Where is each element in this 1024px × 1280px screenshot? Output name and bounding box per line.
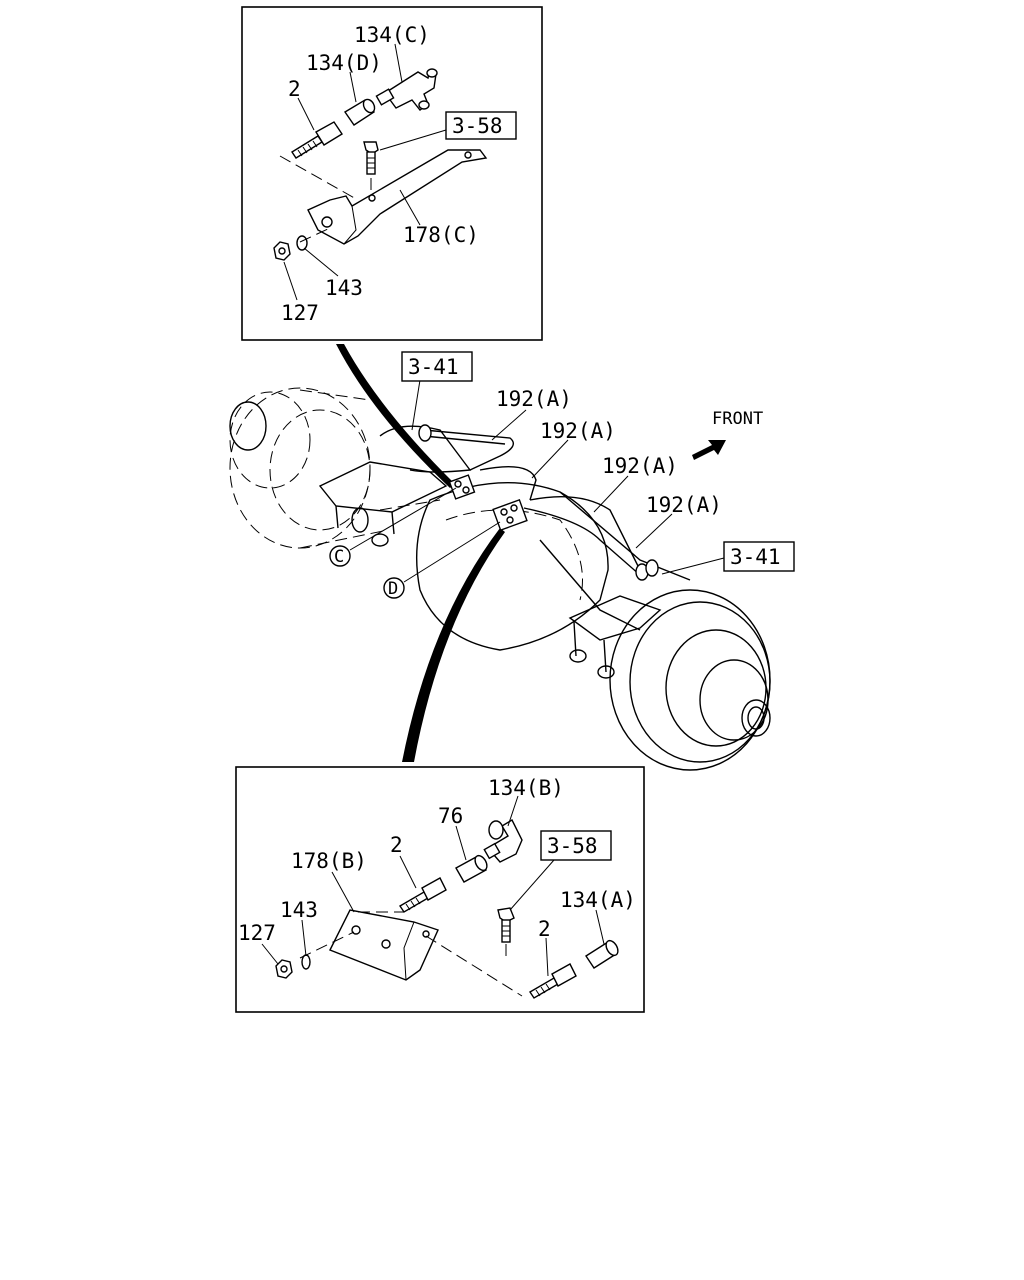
label-part-2-lower: 2 bbox=[538, 917, 551, 941]
right-hub bbox=[609, 589, 771, 771]
label-134d: 134(D) bbox=[306, 51, 382, 75]
assembly-line bbox=[279, 155, 359, 201]
label-178c: 178(C) bbox=[403, 223, 479, 247]
label-part-2-upper: 2 bbox=[390, 833, 403, 857]
washer-143-bottom bbox=[301, 954, 311, 970]
bolt-bottom bbox=[497, 907, 515, 943]
label-143-bottom: 143 bbox=[280, 898, 318, 922]
callout-circle-d bbox=[383, 577, 405, 599]
ref-box-358-top[interactable] bbox=[445, 111, 517, 140]
label-134c: 134(C) bbox=[354, 23, 430, 47]
label-143: 143 bbox=[325, 276, 363, 300]
label-178b: 178(B) bbox=[291, 849, 367, 873]
differential-housing bbox=[416, 481, 609, 651]
left-hub bbox=[229, 387, 389, 549]
top-detail-frame bbox=[241, 6, 543, 341]
label-134b: 134(B) bbox=[488, 776, 564, 800]
callout-circle-c bbox=[329, 545, 351, 567]
washer-143-top bbox=[296, 235, 308, 251]
ref-box-358-bottom[interactable] bbox=[540, 830, 612, 861]
label-192a-3: 192(A) bbox=[602, 454, 678, 478]
axle-assembly: C D 3-41 3-41 192(A) 192(A) 192(A) 192(A… bbox=[229, 351, 795, 771]
junction-d bbox=[492, 498, 528, 532]
callout-c: C bbox=[334, 547, 344, 567]
label-192a-2: 192(A) bbox=[540, 419, 616, 443]
label-192a-1: 192(A) bbox=[496, 387, 572, 411]
label-192a-4: 192(A) bbox=[646, 493, 722, 517]
label-76: 76 bbox=[438, 804, 463, 828]
ref-358-bottom[interactable]: 3-58 bbox=[547, 834, 598, 858]
nut-127-top bbox=[273, 241, 291, 261]
left-axle-tube bbox=[379, 425, 472, 473]
connector-2-lower bbox=[529, 963, 577, 999]
nut-127-bottom bbox=[275, 959, 293, 979]
callout-sweep-c bbox=[336, 344, 455, 488]
ref-box-341-top[interactable] bbox=[401, 351, 473, 382]
bolt-top bbox=[363, 141, 379, 175]
ref-box-341-right[interactable] bbox=[723, 541, 795, 572]
assembly-line bbox=[299, 227, 331, 243]
tee-fitting-134c bbox=[375, 68, 438, 111]
bottom-detail-panel: 134(B) 76 2 3-58 178(B) 143 127 2 134(A) bbox=[235, 766, 645, 1013]
front-arrow bbox=[692, 440, 726, 460]
left-spring-seat bbox=[318, 461, 448, 547]
connector-2-top bbox=[291, 121, 343, 159]
elbow-fitting-134b bbox=[483, 819, 523, 863]
bracket-178c bbox=[307, 149, 488, 245]
ref-341-top[interactable]: 3-41 bbox=[408, 355, 459, 379]
brake-hoses-192a bbox=[418, 424, 659, 581]
junction-c bbox=[448, 474, 476, 500]
ref-358-top[interactable]: 3-58 bbox=[452, 114, 503, 138]
sleeve-134d bbox=[343, 98, 376, 126]
label-front: FRONT bbox=[712, 409, 763, 429]
axle-hidden-line bbox=[379, 499, 441, 511]
label-127: 127 bbox=[281, 301, 319, 325]
connector-2-upper bbox=[399, 877, 447, 913]
sleeve-76 bbox=[455, 854, 488, 883]
label-part-2: 2 bbox=[288, 77, 301, 101]
sleeve-134a bbox=[585, 939, 619, 969]
right-spring-seat bbox=[568, 595, 662, 679]
callout-d: D bbox=[388, 579, 398, 599]
ref-341-right[interactable]: 3-41 bbox=[730, 545, 781, 569]
label-127-bottom: 127 bbox=[238, 921, 276, 945]
bottom-detail-frame bbox=[235, 766, 645, 1013]
callout-sweep-d bbox=[402, 528, 505, 762]
label-134a: 134(A) bbox=[560, 888, 636, 912]
right-axle-tube bbox=[539, 491, 691, 631]
top-detail-panel: 134(C) 134(D) 2 3-58 178(C) 143 127 bbox=[241, 6, 543, 341]
bracket-178b bbox=[329, 909, 439, 981]
